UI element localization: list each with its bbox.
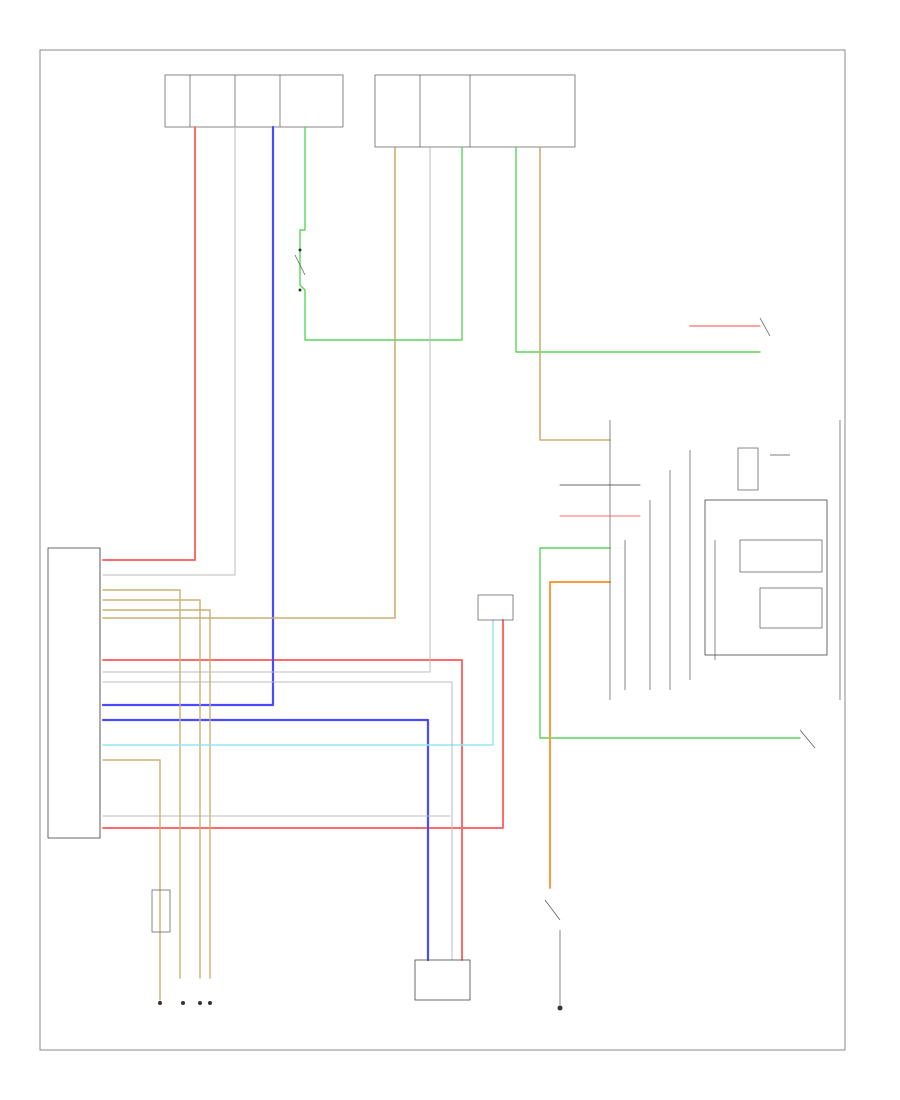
wire-green-top bbox=[299, 126, 463, 341]
wire-tan-4 bbox=[102, 599, 201, 979]
connector-cluster bbox=[477, 594, 514, 621]
wire-tan-main bbox=[102, 147, 396, 619]
wire-tan-6 bbox=[102, 759, 161, 1001]
bottom-right-switch bbox=[544, 899, 563, 1011]
diagram-frame bbox=[39, 49, 846, 1051]
bottom-center-module bbox=[414, 959, 471, 1001]
wire-tan-right bbox=[539, 147, 611, 441]
wire-gray-2 bbox=[102, 147, 431, 673]
wire-red-2 bbox=[102, 659, 463, 961]
neutral-switch bbox=[294, 248, 306, 292]
wire-tan-5 bbox=[102, 609, 211, 979]
abs-module-block bbox=[559, 420, 841, 700]
wire-gray-3 bbox=[102, 681, 453, 961]
fuse-box-left bbox=[164, 74, 344, 128]
wire-orange bbox=[549, 581, 611, 889]
wire-blue-main bbox=[101, 125, 275, 707]
wire-tan-3 bbox=[102, 589, 181, 979]
control-unit-connector bbox=[47, 547, 101, 839]
wire-red-main bbox=[102, 126, 196, 561]
bottom-left-sensor bbox=[151, 889, 212, 1005]
wire-blue-2 bbox=[101, 718, 430, 962]
right-switch bbox=[689, 317, 771, 337]
wire-cyan bbox=[102, 619, 494, 746]
wire-green-lower bbox=[539, 547, 801, 739]
wire-red-3 bbox=[102, 619, 504, 829]
wire-gray-1 bbox=[102, 126, 236, 576]
wire-green-right bbox=[515, 147, 761, 353]
fuse-box-right bbox=[374, 74, 576, 148]
brake-switch bbox=[799, 729, 816, 749]
